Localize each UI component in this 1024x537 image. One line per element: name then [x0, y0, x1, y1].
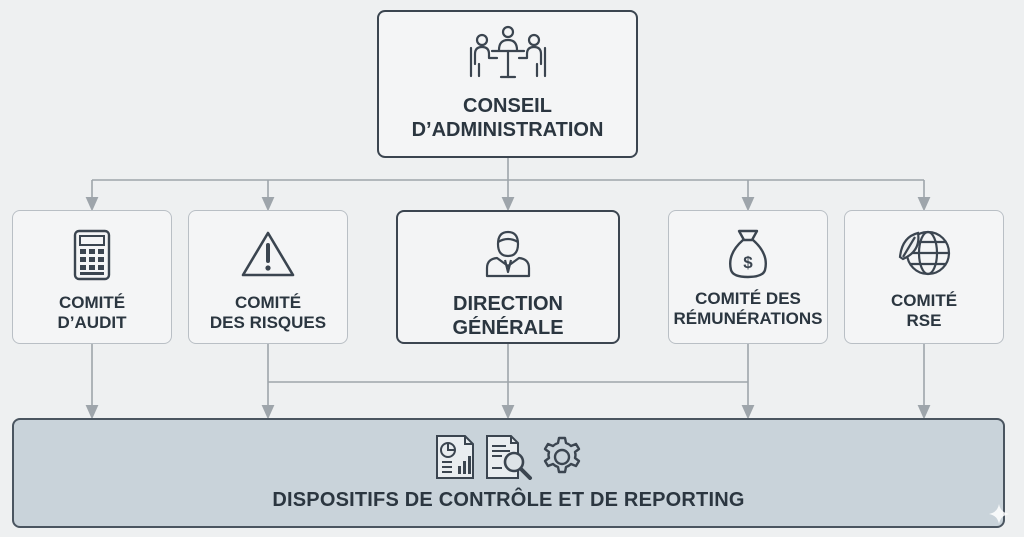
executive-person-icon	[485, 230, 531, 278]
calculator-icon	[73, 229, 111, 281]
committee-risques-label: COMITÉ DES RISQUES	[209, 293, 327, 333]
committee-audit-box: COMITÉ D’AUDIT	[12, 210, 172, 344]
direction-generale-label: DIRECTION GÉNÉRALE	[452, 293, 564, 339]
gear-icon	[543, 436, 580, 474]
committee-remunerations-label: COMITÉ DES RÉMUNÉRATIONS	[673, 289, 823, 329]
document-magnifier-icon	[485, 435, 532, 480]
meeting-table-icon	[469, 25, 546, 79]
committee-audit-label: COMITÉ D’AUDIT	[57, 293, 127, 333]
board-label-line2: D’ADMINISTRATION	[411, 119, 604, 141]
board-label: CONSEIL D’ADMINISTRATION	[412, 94, 604, 142]
globe-leaf-icon	[898, 230, 951, 276]
report-chart-icon	[435, 435, 474, 479]
direction-generale-box: DIRECTION GÉNÉRALE	[396, 210, 620, 344]
controls-icons-row	[434, 434, 584, 480]
svg-text:$: $	[743, 253, 753, 272]
committee-risques-box: COMITÉ DES RISQUES	[188, 210, 348, 344]
sparkle-icon	[989, 504, 1009, 524]
committee-remunerations-box: $ COMITÉ DES RÉMUNÉRATIONS	[668, 210, 828, 344]
money-bag-icon: $	[729, 229, 767, 279]
committee-rse-box: COMITÉ RSE	[844, 210, 1004, 344]
board-box: CONSEIL D’ADMINISTRATION	[377, 10, 638, 158]
board-label-line1: CONSEIL	[463, 95, 552, 117]
committee-rse-label: COMITÉ RSE	[890, 291, 958, 331]
controls-reporting-label: DISPOSITIFS DE CONTRÔLE ET DE REPORTING	[272, 489, 745, 511]
warning-triangle-icon	[241, 231, 295, 277]
controls-reporting-box: DISPOSITIFS DE CONTRÔLE ET DE REPORTING	[12, 418, 1005, 528]
